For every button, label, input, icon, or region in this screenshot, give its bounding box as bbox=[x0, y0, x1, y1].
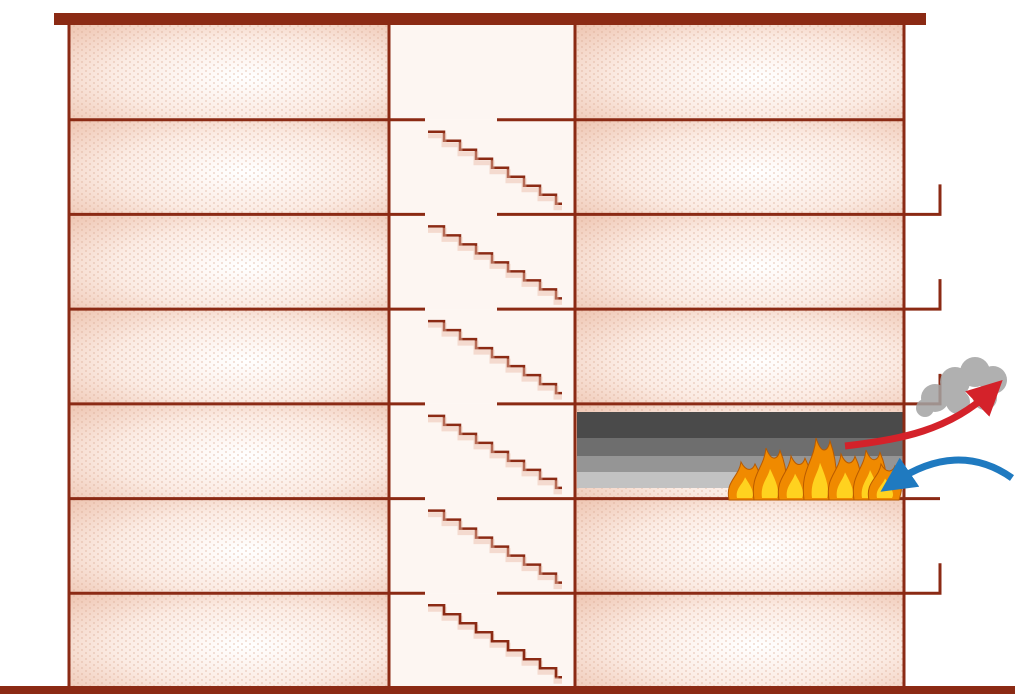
room-texture bbox=[69, 499, 389, 594]
room-texture bbox=[575, 593, 904, 688]
fresh-air-in-arrow-icon bbox=[895, 460, 1012, 482]
room-texture bbox=[69, 214, 389, 309]
room-texture bbox=[575, 309, 904, 404]
room-texture bbox=[69, 120, 389, 215]
smoke-cloud-icon bbox=[916, 357, 1007, 417]
roof-slab bbox=[54, 13, 926, 25]
room-texture bbox=[575, 214, 904, 309]
room-fills bbox=[69, 25, 904, 688]
balcony-railing bbox=[904, 563, 940, 593]
balcony-railing bbox=[904, 279, 940, 309]
room-texture bbox=[69, 309, 389, 404]
room-texture bbox=[69, 593, 389, 688]
balcony-railing bbox=[904, 184, 940, 214]
room-texture bbox=[575, 120, 904, 215]
room-texture bbox=[69, 404, 389, 499]
ground-slab bbox=[0, 686, 1015, 694]
room-texture bbox=[69, 25, 389, 120]
room-texture bbox=[575, 499, 904, 594]
stairwell-space bbox=[389, 25, 575, 120]
room-texture bbox=[575, 25, 904, 120]
